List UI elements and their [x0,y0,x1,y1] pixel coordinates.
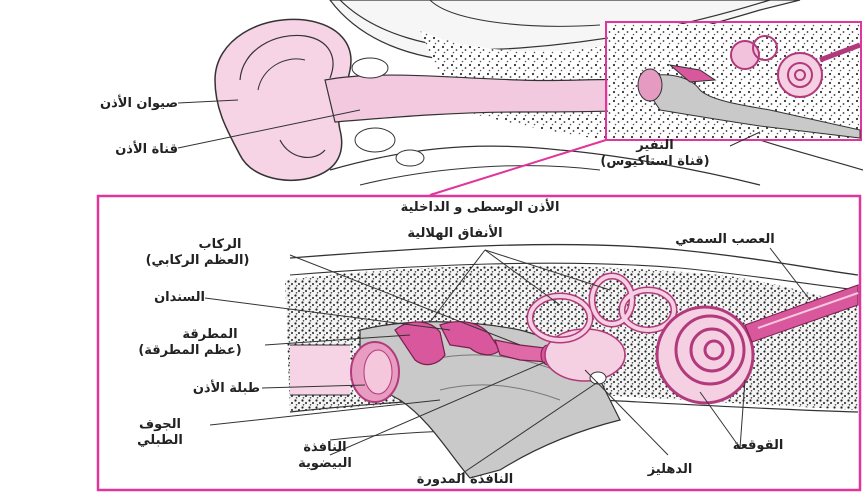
label-auditory-nerve: العصب السمعي [640,232,810,248]
label-eustachian-1: النفير [590,138,720,154]
label-incus: السندان [105,290,205,306]
inner-ear-small-drawing [608,24,860,138]
label-auricle: صيوان الأذن [8,96,178,112]
label-tympanic-1: الجوف [110,417,210,433]
label-malleus-2: (عظم المطرقة) [110,343,270,359]
label-eustachian-2: (قناة استاكيوس) [585,154,725,170]
cochlea-shape [657,307,753,403]
label-cochlea: القوقعة [708,438,808,454]
label-eardrum: طبلة الأذن [110,381,260,397]
label-tympanic-2: الطبلي [110,433,210,449]
label-oval-window-2: البيضوية [265,456,385,472]
detail-panel-title: الأذن الوسطى و الداخلية [340,200,620,216]
label-round-window: النافذة المدورة [375,472,555,488]
label-semicircular-canals: الأنفاق الهلالية [355,226,555,242]
label-vestibule: الدهليز [625,462,715,478]
label-ear-canal: قناة الأذن [60,142,178,158]
label-malleus-1: المطرقة [150,327,270,343]
label-oval-window-1: النافذة [265,440,385,456]
label-stapes-1: الركاب [150,237,290,253]
label-stapes-2: (العظم الركابي) [105,253,290,269]
